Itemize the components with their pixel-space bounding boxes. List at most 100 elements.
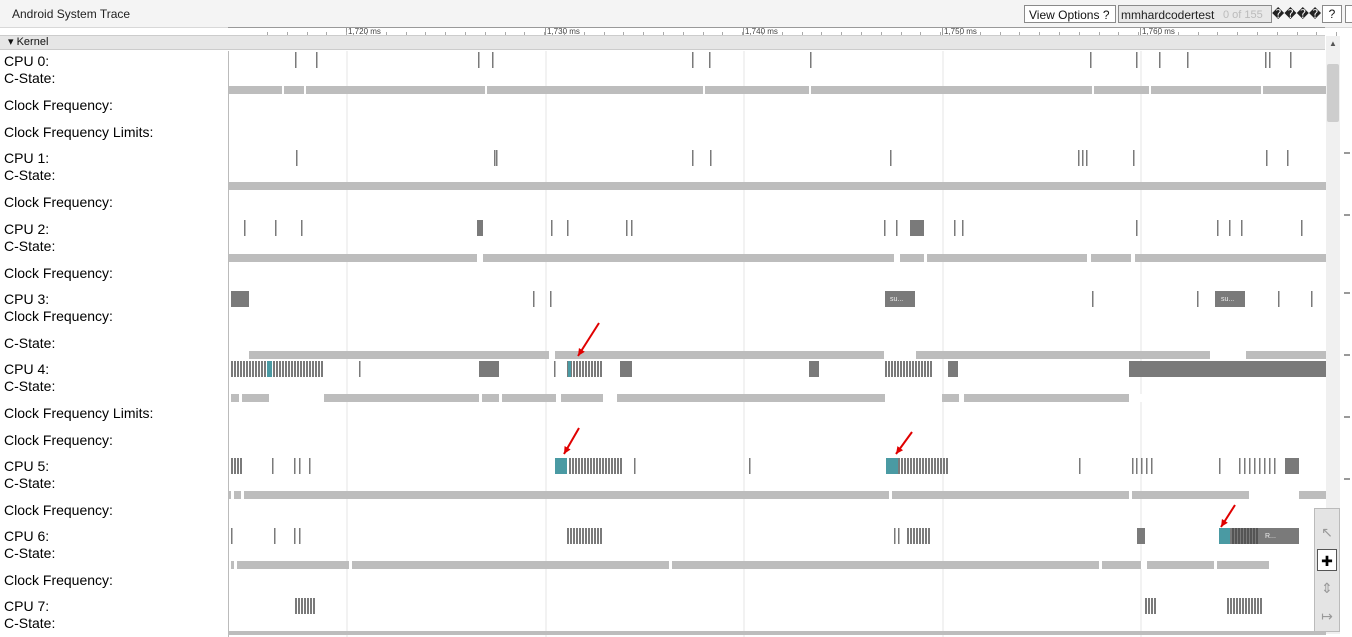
- cpu4-slice: [264, 361, 266, 377]
- ruler-minor-tick: [880, 32, 882, 36]
- ruler-minor-tick: [366, 32, 367, 36]
- cpu3-slice: [550, 291, 552, 307]
- cpu2-slice: [551, 220, 553, 236]
- cstate-gap: [229, 394, 231, 402]
- ruler-minor-tick: [1276, 32, 1278, 36]
- ruler-minor-tick: [524, 32, 526, 36]
- cpu6-slice: [1241, 528, 1243, 544]
- ruler-minor-tick: [405, 32, 407, 36]
- cpu5-slice: [608, 458, 610, 474]
- cstate-gap: [1099, 561, 1102, 569]
- cpu4-slice: [252, 361, 254, 377]
- search-nav-buttons[interactable]: ����: [1272, 7, 1322, 21]
- cstate-gap: [809, 86, 811, 94]
- kernel-section-header[interactable]: ▾ Kernel: [0, 35, 1325, 50]
- cpu1-slice: [1078, 150, 1080, 166]
- pan-icon[interactable]: ✚: [1317, 549, 1337, 571]
- cpu2-slice: [1241, 220, 1243, 236]
- cpu6-slice: [1250, 528, 1252, 544]
- cpu4-slice: [900, 361, 902, 377]
- cpu5-slice: [231, 458, 233, 474]
- cpu6-slice: [919, 528, 921, 544]
- cpu4-slice: [300, 361, 302, 377]
- cpu5-slice: [934, 458, 936, 474]
- search-input[interactable]: mmhardcodertest 0 of 155: [1118, 5, 1272, 23]
- scroll-up-icon[interactable]: ▲: [1329, 39, 1337, 48]
- cpu6-slice: [274, 528, 276, 544]
- cpu4-slice: [282, 361, 284, 377]
- cstate-gap: [479, 394, 482, 402]
- ruler-major-tick: [942, 27, 943, 36]
- cpu4-slice: [909, 361, 911, 377]
- row-label-cpu3: CPU 3:: [4, 291, 50, 307]
- trace-canvas[interactable]: su... su... R...: [229, 51, 1326, 637]
- cpu2-slice: [896, 220, 898, 236]
- cpu7-slice: [1260, 598, 1262, 614]
- cpu7-slice: [1230, 598, 1232, 614]
- cpu5-slice: [599, 458, 601, 474]
- cpu4-slice: [597, 361, 599, 377]
- cpu6-slice: [894, 528, 896, 544]
- trace-timeline[interactable]: su... su... R...: [228, 51, 1326, 637]
- ruler-minor-tick: [504, 32, 506, 36]
- cpu7-slice: [1233, 598, 1235, 614]
- cpu0-slice: [295, 52, 297, 68]
- cstate-bar: [229, 491, 1326, 499]
- cstate-bar: [229, 394, 1326, 402]
- zoom-icon[interactable]: ⇕: [1321, 580, 1333, 596]
- cpu3-slice: [1311, 291, 1313, 307]
- collapse-icon: ▾: [8, 36, 14, 48]
- cpu4-slice: [261, 361, 263, 377]
- row-label-clock-frequency-limits: Clock Frequency Limits:: [4, 405, 154, 421]
- cpu5-slice: [587, 458, 589, 474]
- cpu0-slice: [1269, 52, 1271, 68]
- cpu0-slice: [1187, 52, 1189, 68]
- cstate-gap: [234, 561, 237, 569]
- ruler-minor-tick: [306, 32, 308, 36]
- ruler-minor-tick: [425, 32, 427, 36]
- select-arrow-icon[interactable]: ↖: [1321, 524, 1333, 540]
- window-button[interactable]: [1345, 5, 1352, 23]
- cpu0-slice: [692, 52, 694, 68]
- cpu4-slice: [918, 361, 920, 377]
- ruler-minor-tick: [940, 32, 942, 36]
- cpu5-slice: [922, 458, 924, 474]
- cpu5-slice: [907, 458, 909, 474]
- vertical-scrollbar[interactable]: [1326, 36, 1340, 634]
- scrollbar-thumb[interactable]: [1327, 64, 1339, 122]
- ruler-minor-tick: [979, 32, 981, 36]
- cpu4-slice: [894, 361, 896, 377]
- row-label-clock-frequency: Clock Frequency:: [4, 432, 113, 448]
- cpu4-slice: [315, 361, 317, 377]
- cpu4-highlight: [568, 361, 571, 377]
- cpu4-slice: [291, 361, 293, 377]
- ruler-minor-tick: [1296, 32, 1298, 36]
- cstate-gap: [1131, 254, 1135, 262]
- cpu5-slice: [620, 458, 622, 474]
- ruler-tick-label: 1,720 ms: [348, 27, 381, 36]
- timing-icon[interactable]: ↦: [1321, 608, 1333, 624]
- cpu4-slice: [924, 361, 926, 377]
- cpu7-slice: [1242, 598, 1244, 614]
- cpu4-slice: [243, 361, 245, 377]
- view-options-button[interactable]: View Options ?: [1024, 5, 1116, 23]
- ruler-minor-tick: [1158, 32, 1159, 36]
- cstate-gap: [499, 394, 502, 402]
- ruler-minor-tick: [1059, 32, 1060, 36]
- cpu4-slice: [600, 361, 602, 377]
- cpu4-slice: [255, 361, 257, 377]
- cpu2-slice: [477, 220, 483, 236]
- cpu1-slice: [1086, 150, 1088, 166]
- cpu6-slice: [910, 528, 912, 544]
- cpu5-slice: [596, 458, 598, 474]
- cpu4-slice: [279, 361, 281, 377]
- cpu6-slice: [913, 528, 915, 544]
- cpu3-slice: [1197, 291, 1199, 307]
- cpu5-slice: [904, 458, 906, 474]
- cpu4-slice: [1129, 361, 1326, 377]
- row-label-cpu0: CPU 0:: [4, 53, 50, 69]
- row-label-cstate: C-State:: [4, 70, 56, 86]
- cpu5-slice: [634, 458, 636, 474]
- help-button[interactable]: ?: [1322, 5, 1342, 23]
- cpu4-slice: [288, 361, 290, 377]
